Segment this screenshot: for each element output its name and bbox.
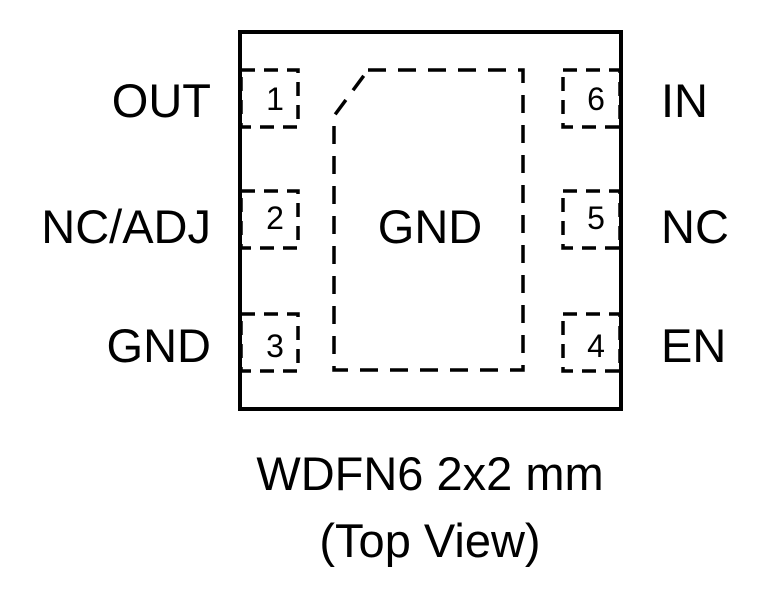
pin-2-name: NC/ADJ	[41, 200, 211, 253]
pin-3-pad	[239, 312, 300, 373]
pin-2: 2 NC/ADJ	[41, 189, 300, 253]
pin-2-number: 2	[266, 200, 284, 236]
view-caption: (Top View)	[319, 514, 540, 567]
pin-6-pad	[561, 68, 622, 129]
pin-5: 5 NC	[561, 189, 729, 253]
pin-2-pad	[239, 189, 300, 250]
pin-1: 1 OUT	[112, 68, 300, 129]
package-caption: WDFN6 2x2 mm	[256, 447, 603, 500]
package-body-outline	[238, 30, 623, 411]
pin-6-number: 6	[587, 81, 605, 117]
pin-1-number: 1	[266, 81, 284, 117]
pin-4-number: 4	[587, 328, 605, 364]
pin-3-name: GND	[107, 319, 211, 372]
pin-3: 3 GND	[107, 312, 300, 373]
center-pad-label: GND	[378, 200, 482, 253]
pin-3-number: 3	[266, 328, 284, 364]
pin-4-pad	[561, 312, 622, 373]
pin-5-number: 5	[587, 200, 605, 236]
pin-4: 4 EN	[561, 312, 726, 373]
pin-1-name: OUT	[112, 74, 211, 127]
center-pad-outline	[332, 68, 525, 372]
pin-5-pad	[561, 189, 622, 250]
pin-6-name: IN	[661, 74, 708, 127]
pin-1-pad	[239, 68, 300, 129]
pin-6: 6 IN	[561, 68, 708, 129]
pin-4-name: EN	[661, 319, 726, 372]
pin-5-name: NC	[661, 200, 729, 253]
